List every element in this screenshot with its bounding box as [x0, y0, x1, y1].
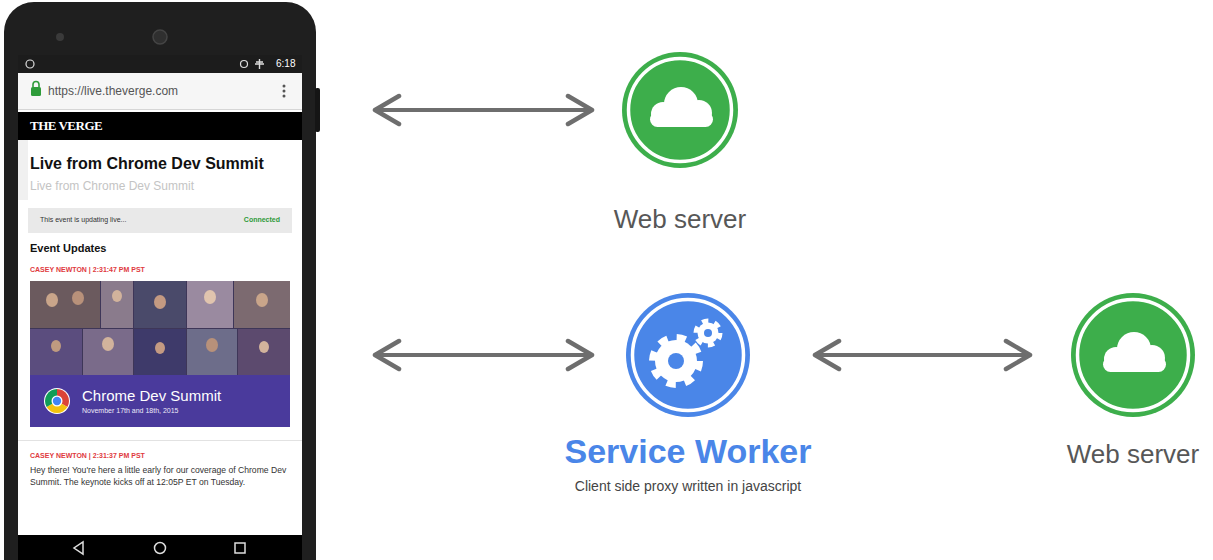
menu-dot	[283, 85, 286, 88]
site-logo: THE VERGE	[30, 118, 102, 134]
url-text: https://live.theverge.com	[48, 84, 178, 98]
alarm-icon	[241, 61, 248, 68]
arrow-connector	[375, 108, 592, 112]
post-body: Hey there! You're here a little early fo…	[30, 464, 294, 489]
live-banner	[28, 208, 292, 233]
banner-title: Chrome Dev Summit	[82, 387, 221, 405]
clock-time: 6:18	[276, 58, 295, 70]
web-server-circle: Web server	[1071, 293, 1195, 417]
divider	[18, 440, 302, 441]
masthead-bar	[18, 112, 302, 140]
url-bar-shadow	[18, 109, 302, 110]
event-banner	[30, 375, 290, 427]
cloud-icon	[650, 87, 713, 127]
service-worker-circle: Service WorkerClient side proxy written …	[626, 293, 750, 417]
node-label: Web server	[614, 204, 746, 235]
web-server-circle-shape	[622, 52, 738, 168]
page-margin	[18, 140, 28, 200]
status-icon	[26, 60, 34, 68]
status-bar	[18, 55, 302, 73]
section-heading: Event Updates	[30, 242, 106, 255]
status-label: Connected	[244, 216, 280, 224]
photo-collage	[30, 281, 290, 427]
web-server-circle-shape	[1071, 293, 1195, 417]
page-title: Live from Chrome Dev Summit	[30, 154, 264, 173]
gears-icon	[653, 321, 720, 384]
node-label: Web server	[1067, 439, 1199, 470]
phone-sensor	[56, 33, 64, 41]
service-worker-circle-shape	[626, 293, 750, 417]
byline: CASEY NEWTON | 2:31:37 PM PST	[30, 452, 145, 460]
phone-screen: 6:18 https://live.theverge.comTHE VERGE Li…	[18, 55, 302, 535]
arrow-connector	[375, 353, 592, 357]
byline: CASEY NEWTON | 2:31:47 PM PST	[30, 266, 145, 274]
back-icon	[74, 542, 83, 554]
nav-bar	[18, 535, 302, 560]
web-server-circle: Web server	[622, 52, 738, 168]
url-bar	[18, 73, 302, 109]
banner-date: November 17th and 18th, 2015	[82, 407, 179, 415]
node-label: Service Worker	[565, 431, 812, 472]
page-subtitle: Live from Chrome Dev Summit	[30, 179, 194, 193]
menu-dot	[283, 90, 286, 93]
lock-icon	[31, 87, 41, 96]
cloud-icon	[1103, 332, 1166, 372]
phone-camera	[153, 30, 167, 44]
arrow-connector	[815, 353, 1030, 357]
recent-icon	[235, 543, 245, 553]
status-note: This event is updating live...	[40, 216, 126, 224]
airplane-icon	[255, 59, 264, 69]
chrome-logo	[44, 388, 70, 414]
node-caption: Client side proxy written in javascript	[575, 478, 801, 495]
menu-dot	[283, 95, 286, 98]
phone-button	[315, 88, 320, 132]
lock-shackle	[33, 82, 39, 88]
phone-body	[4, 2, 316, 560]
home-icon	[155, 543, 166, 554]
phone-screen-ground	[18, 55, 302, 535]
